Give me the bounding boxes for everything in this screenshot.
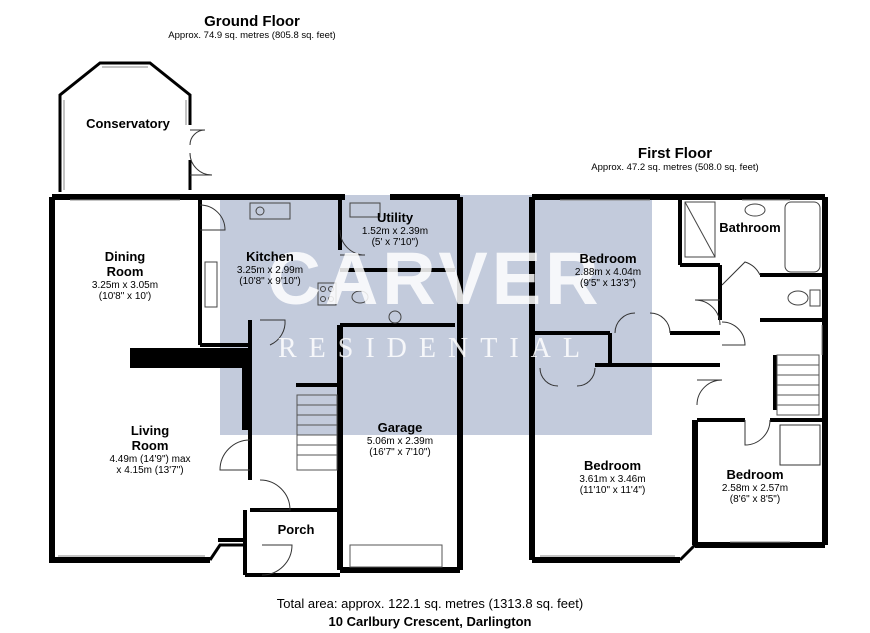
basin	[744, 203, 766, 217]
bedroom3-door	[744, 419, 771, 446]
bedroom1-door	[694, 299, 721, 326]
bathroom-door	[721, 261, 761, 286]
utility-toilet	[351, 290, 369, 304]
hall-door	[260, 319, 286, 346]
watermark-sub: RESIDENTIAL	[278, 333, 592, 364]
bedroom2-label: Bedroom 3.61m x 3.46m (11'10" x 11'4")	[555, 458, 670, 497]
bedroom1-label: Bedroom 2.88m x 4.04m (9'5" x 13'3")	[553, 251, 663, 290]
porch-door	[259, 479, 291, 511]
dining-name-2: Room	[106, 263, 144, 279]
front-door	[261, 544, 293, 576]
kitchen-dim-2: (10'8" x 9'10")	[239, 276, 301, 288]
ground-interior-walls	[198, 200, 455, 577]
utility-label: Utility 1.52m x 2.39m (5' x 7'10")	[345, 210, 445, 249]
toilet	[787, 290, 809, 306]
bedroom2-door	[696, 379, 723, 406]
dining-room-label: Dining Room 3.25m x 3.05m (10'8" x 10')	[70, 249, 180, 303]
ground-floor-walls	[49, 194, 463, 573]
boiler	[388, 310, 402, 324]
bedroom2-wardrobe-doors	[539, 367, 596, 387]
bedroom3-dim-1: 2.58m x 2.57m	[721, 482, 789, 494]
bedroom3-name: Bedroom	[726, 467, 784, 482]
first-stairs	[776, 354, 820, 416]
bedroom2-dim-1: 3.61m x 3.46m	[579, 473, 646, 485]
dining-name-1: Dining	[104, 249, 146, 264]
ground-stairs	[296, 394, 338, 471]
kitchen-name: Kitchen	[246, 249, 294, 264]
living-name-1: Living	[130, 423, 170, 438]
living-bay-window	[208, 543, 245, 561]
kitchen-door	[199, 204, 226, 231]
address: 10 Carlbury Crescent, Darlington	[200, 614, 660, 630]
living-dim-2: x 4.15m (13'7")	[116, 465, 184, 477]
hob	[317, 282, 337, 306]
kitchen-sink	[249, 202, 291, 220]
first-interior-walls	[535, 200, 822, 422]
ground-floor-title: Ground Floor	[204, 13, 300, 30]
living-room-label: Living Room 4.49m (14'9") max x 4.15m (1…	[85, 423, 215, 477]
first-floor-walls	[529, 194, 828, 563]
utility-name: Utility	[376, 210, 414, 225]
total-area: Total area: approx. 122.1 sq. metres (13…	[276, 596, 584, 611]
bedroom1-wardrobe-doors	[614, 312, 671, 334]
watermark-band	[220, 195, 652, 435]
bedroom2-name: Bedroom	[583, 458, 642, 473]
ground-floor-area: Approx. 74.9 sq. metres (805.8 sq. feet)	[168, 30, 336, 41]
first-floor-area: Approx. 47.2 sq. metres (508.0 sq. feet)	[591, 162, 759, 173]
watermark-brand: CARVER	[267, 237, 603, 320]
bath	[784, 201, 821, 273]
shower	[684, 201, 716, 258]
dining-living-divider	[130, 348, 248, 368]
conservatory-label: Conservatory	[86, 116, 170, 131]
conservatory-doors	[189, 129, 213, 176]
landing-door	[721, 321, 746, 346]
dining-dim-2: (10'8" x 10')	[98, 291, 152, 303]
living-door	[219, 439, 251, 471]
kitchen-dim-1: 3.25m x 2.99m	[236, 264, 304, 276]
bedroom3-dim-2: (8'6" x 8'5")	[729, 494, 781, 506]
bedroom1-dim-1: 2.88m x 4.04m	[574, 266, 642, 278]
utility-door	[339, 229, 366, 256]
living-name-2: Room	[131, 437, 169, 453]
bedroom1-name: Bedroom	[579, 251, 637, 266]
utility-dim-2: (5' x 7'10")	[371, 237, 419, 249]
dining-dim-1: 3.25m x 3.05m	[91, 279, 159, 291]
bedroom3-label: Bedroom 2.58m x 2.57m (8'6" x 8'5")	[700, 467, 810, 506]
bedroom2-bay	[678, 543, 697, 562]
garage-dim-1: 5.06m x 2.39m	[366, 435, 434, 447]
garage-door	[349, 544, 443, 568]
bedroom2-dim-2: (11'10" x 11'4")	[579, 485, 646, 497]
address-text: 10 Carlbury Crescent, Darlington	[328, 614, 532, 629]
garage-label: Garage 5.06m x 2.39m (16'7" x 7'10")	[345, 420, 455, 459]
first-floor-title: First Floor	[637, 145, 713, 162]
garage-name: Garage	[377, 420, 423, 435]
porch-label: Porch	[277, 522, 315, 537]
living-dim-1: 4.49m (14'9") max	[109, 453, 191, 465]
utility-dim-1: 1.52m x 2.39m	[361, 225, 429, 237]
kitchen-label: Kitchen 3.25m x 2.99m (10'8" x 9'10")	[215, 249, 325, 288]
bathroom-label: Bathroom	[719, 220, 781, 235]
bedroom1-dim-2: (9'5" x 13'3")	[580, 278, 636, 290]
garage-dim-2: (16'7" x 7'10")	[369, 447, 431, 459]
